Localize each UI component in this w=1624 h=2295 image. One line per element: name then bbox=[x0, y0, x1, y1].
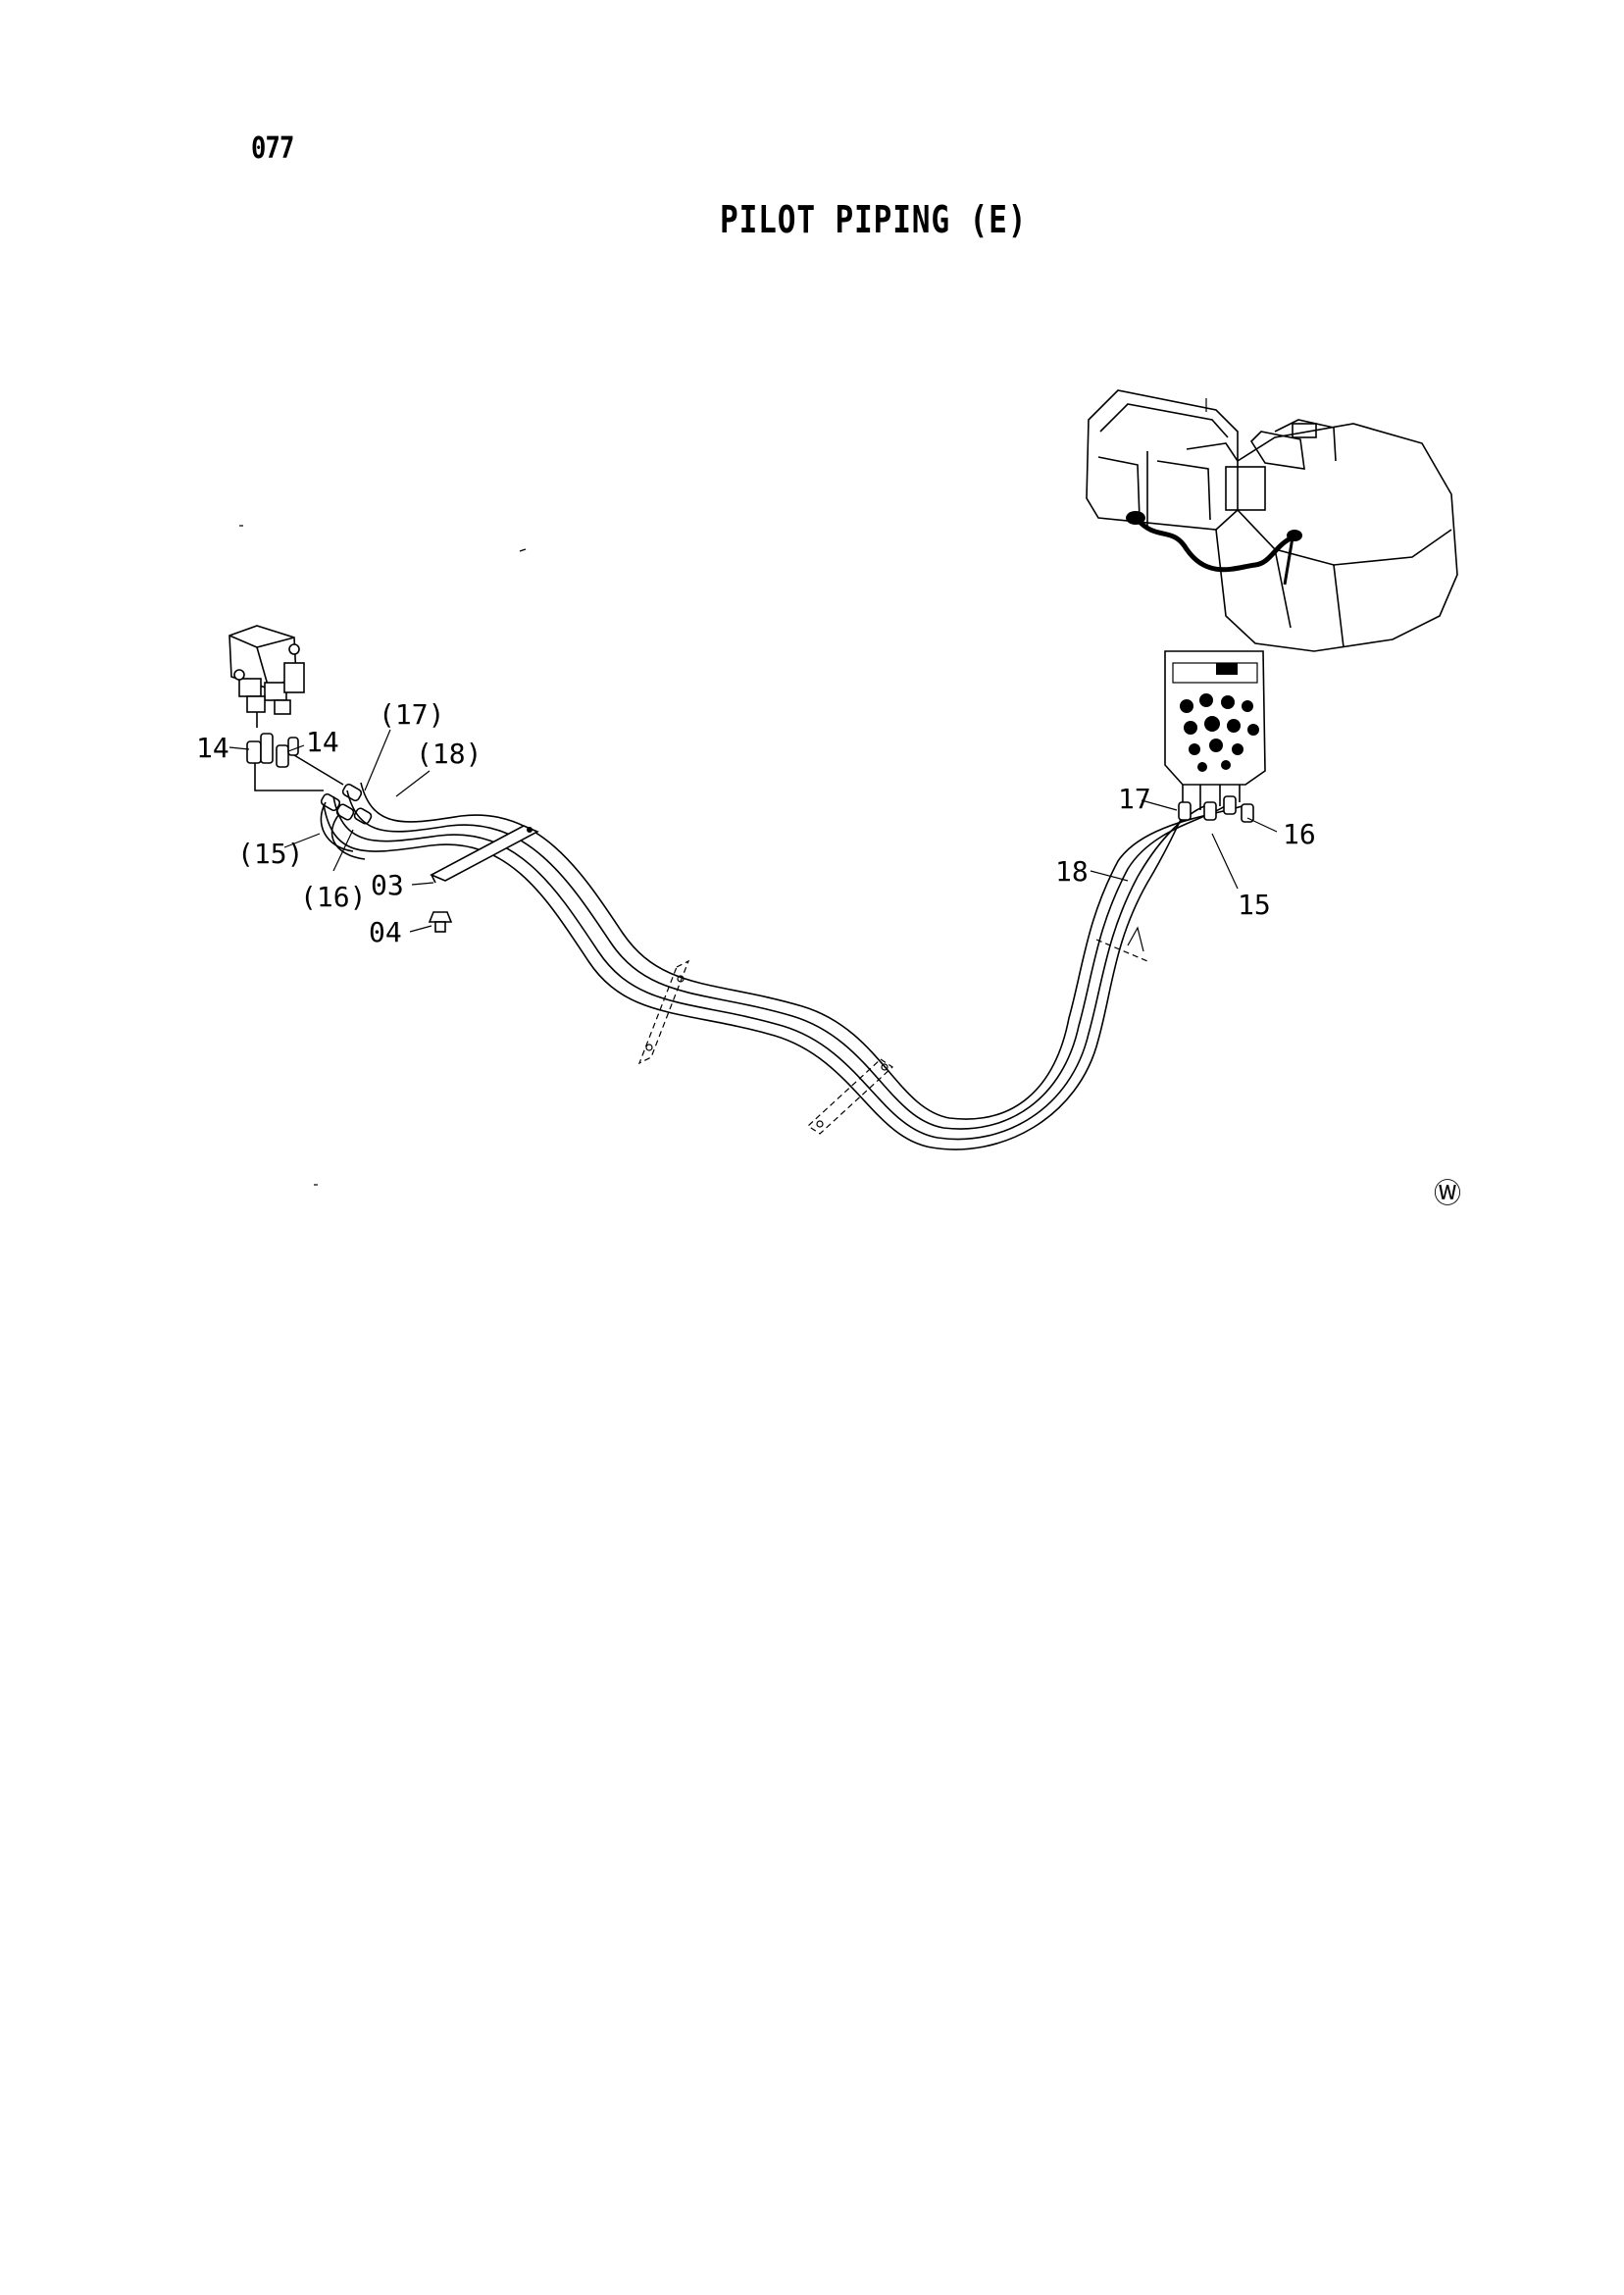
callout-16-parenthesized: (16) bbox=[300, 881, 366, 913]
callout-16: 16 bbox=[1283, 818, 1316, 850]
hose-clamp-right bbox=[807, 1058, 893, 1135]
callout-15: 15 bbox=[1238, 889, 1271, 921]
control-valve-block bbox=[1164, 650, 1266, 823]
callout-18: 18 bbox=[1055, 855, 1089, 888]
callout-03: 03 bbox=[371, 869, 404, 901]
pilot-hose-bundle bbox=[320, 782, 1248, 1150]
circled-w-text: Ⓦ bbox=[1434, 1177, 1461, 1209]
clamp-plate-03 bbox=[430, 825, 539, 884]
fitting-14-right bbox=[276, 737, 344, 786]
callout-14-right: 14 bbox=[306, 726, 339, 758]
callout-14-left: 14 bbox=[196, 732, 229, 764]
callout-17: 17 bbox=[1118, 783, 1151, 815]
circled-w-symbol: Ⓦ bbox=[1434, 1177, 1461, 1209]
excavator-overview-illustration bbox=[1086, 389, 1458, 652]
page-number: 077 bbox=[251, 131, 294, 166]
leader-lines bbox=[228, 729, 1278, 933]
fitting-14-left bbox=[246, 733, 324, 791]
callout-18-parenthesized: (18) bbox=[416, 738, 482, 770]
hose-clamp-upper-right bbox=[1095, 926, 1148, 962]
page-title: PILOT PIPING (E) bbox=[720, 198, 1028, 241]
callout-04: 04 bbox=[369, 916, 402, 948]
pilot-valve-block bbox=[228, 625, 305, 728]
callout-17-parenthesized: (17) bbox=[379, 698, 444, 731]
hose-clamp-middle bbox=[637, 959, 690, 1065]
callout-15-parenthesized: (15) bbox=[237, 838, 303, 870]
bolt-04 bbox=[428, 911, 453, 933]
